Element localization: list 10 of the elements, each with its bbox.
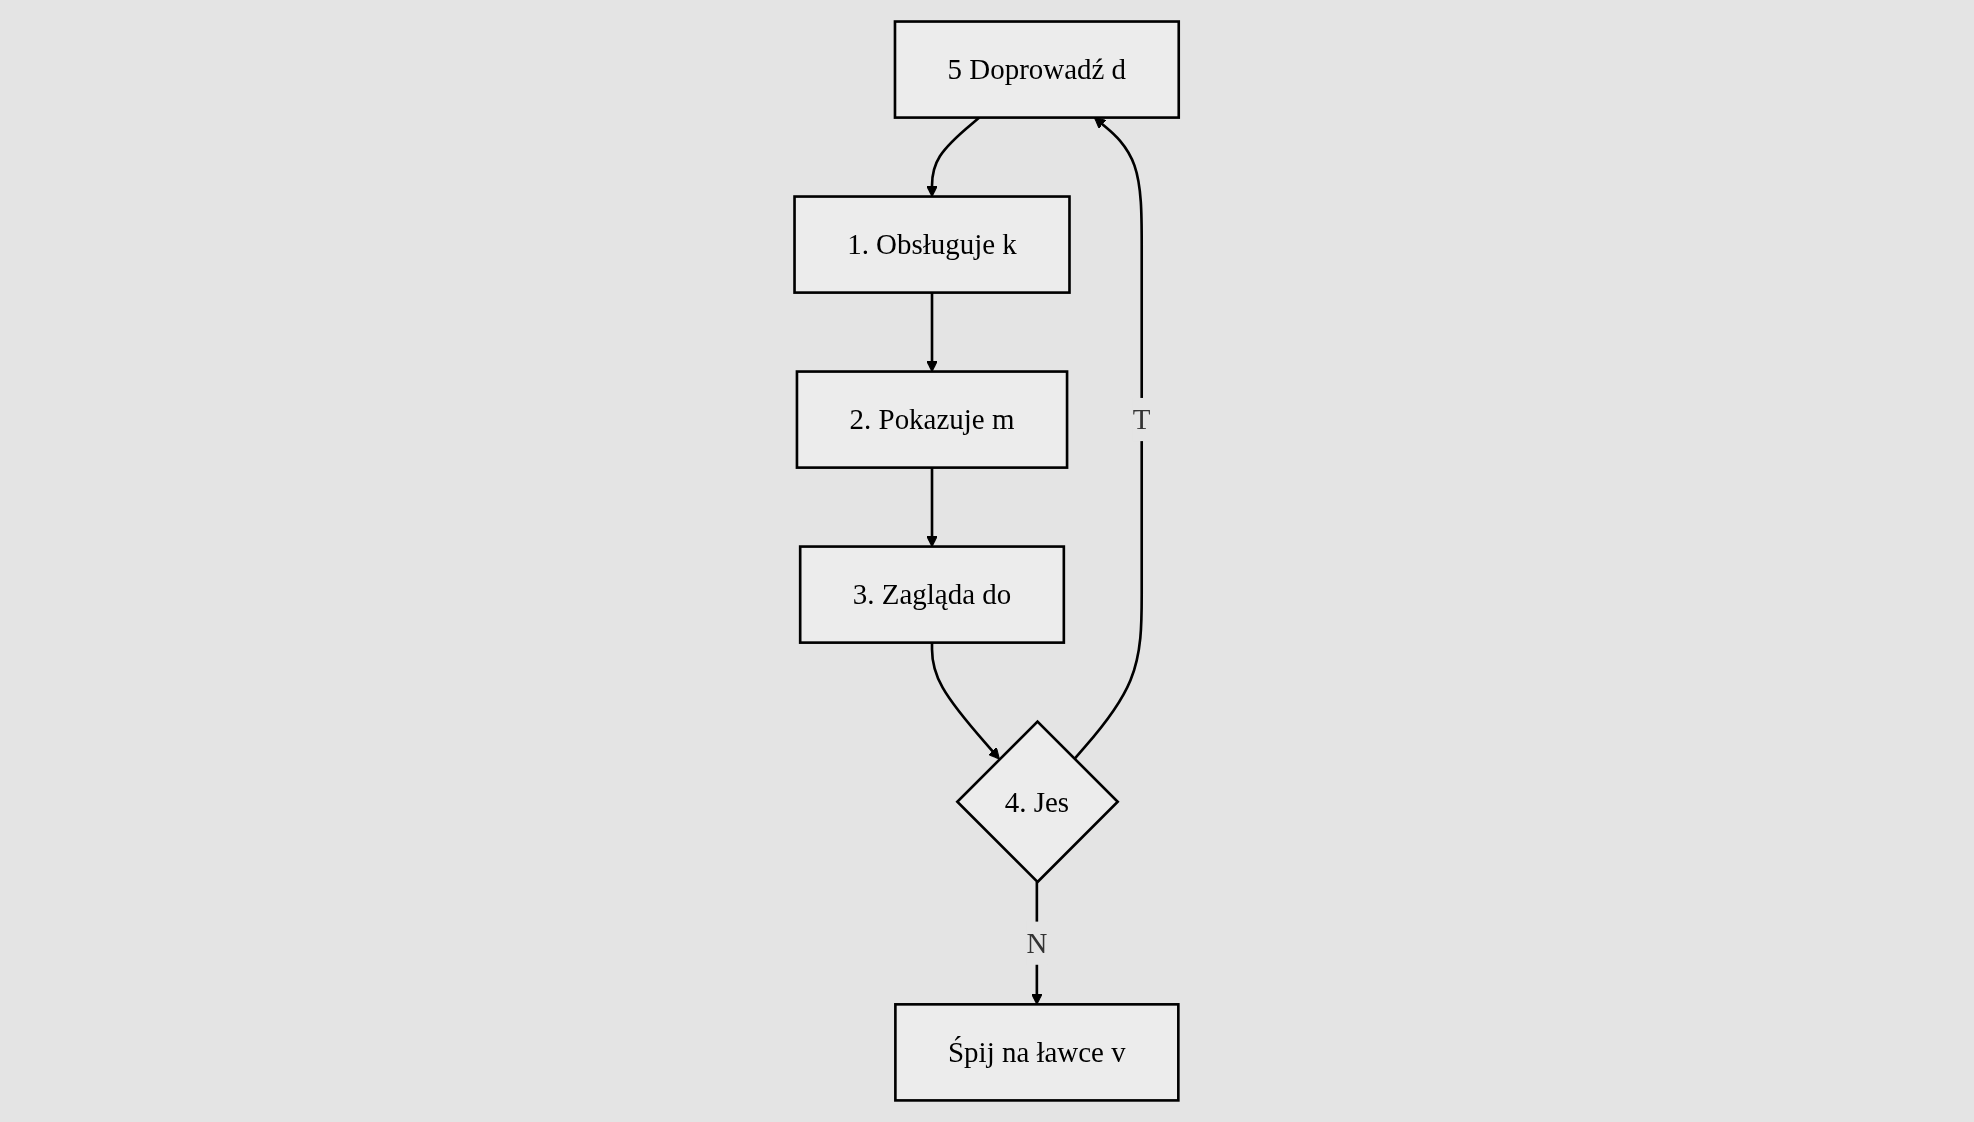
node-box: 1. Obsługuje k	[793, 195, 1072, 294]
edge-label: T	[1133, 403, 1151, 437]
arrow	[1073, 117, 1144, 760]
node-box: 2. Pokazuje m	[796, 370, 1069, 469]
node-box: 5 Doprowadź d	[894, 20, 1181, 119]
arrow	[931, 642, 1001, 760]
node-diamond: 4. Jes	[955, 719, 1120, 884]
node-box: Śpij na ławce v	[894, 1003, 1180, 1102]
node-box: 3. Zagląda do	[799, 545, 1066, 644]
edge-label: N	[1026, 926, 1048, 960]
